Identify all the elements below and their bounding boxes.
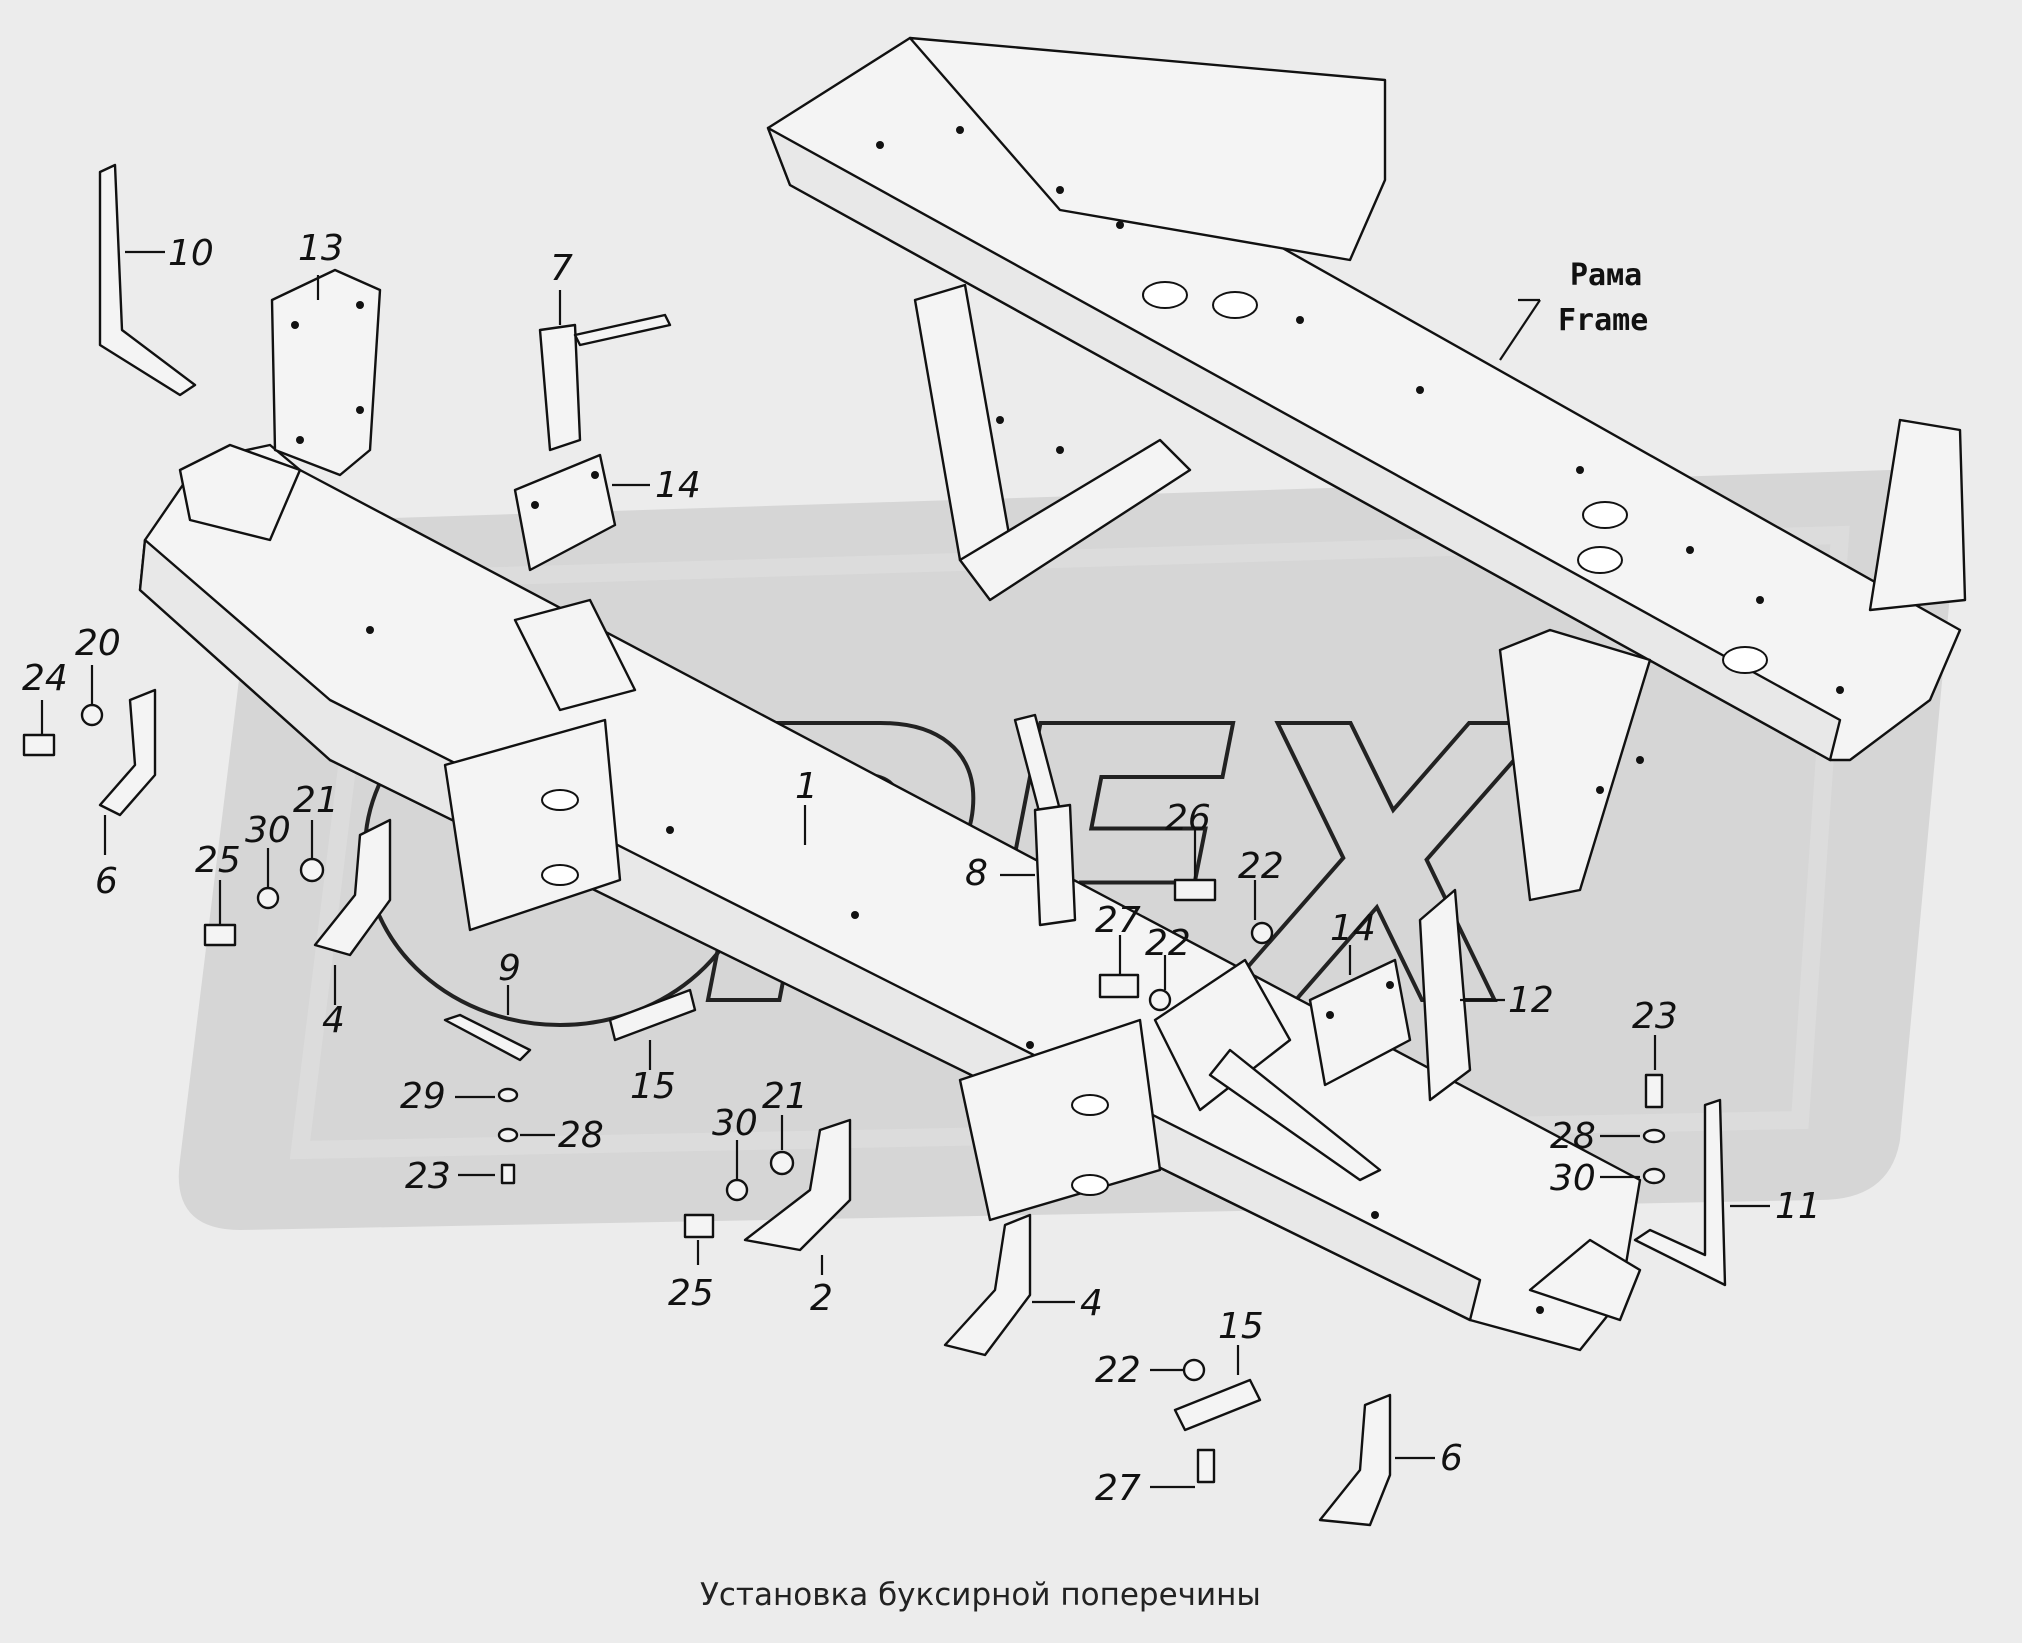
callout-4-left: 4 xyxy=(322,1000,345,1041)
bracket-10 xyxy=(98,163,197,397)
bracket-6-left xyxy=(98,688,157,817)
frame-holes xyxy=(876,126,1844,794)
strip-9 xyxy=(443,1013,532,1062)
bracket-4-left xyxy=(313,818,392,957)
callout-14-lower: 14 xyxy=(1330,908,1376,949)
callout-7: 7 xyxy=(550,248,573,289)
callout-6-left: 6 xyxy=(95,861,118,902)
frame-assembly xyxy=(766,36,1967,902)
frame-label-en: Frame xyxy=(1558,303,1648,338)
plate-15-right xyxy=(1173,1378,1262,1432)
plate-15-left xyxy=(608,988,697,1042)
callout-25-left: 25 xyxy=(195,840,241,881)
bracket-12 xyxy=(1418,888,1472,1102)
callout-9: 9 xyxy=(498,948,521,989)
bracket-11 xyxy=(1633,1098,1727,1287)
callout-15-left: 15 xyxy=(630,1066,676,1107)
callout-29: 29 xyxy=(400,1076,446,1117)
callout-20: 20 xyxy=(75,623,121,664)
callout-11: 11 xyxy=(1775,1186,1821,1227)
callout-labels: 10 13 7 14 20 24 6 1 21 30 25 4 9 15 29 … xyxy=(22,228,1821,1509)
callout-27-upper: 27 xyxy=(1095,900,1141,941)
callout-22-lower: 22 xyxy=(1095,1350,1141,1391)
callout-23-left: 23 xyxy=(405,1156,451,1197)
plate-14-lower xyxy=(1308,958,1412,1087)
frame-label: Рама Frame xyxy=(1558,258,1648,338)
callout-12: 12 xyxy=(1508,980,1554,1021)
plate-14-upper xyxy=(513,453,617,572)
callout-30-left: 30 xyxy=(245,810,291,851)
plate-13 xyxy=(270,268,382,477)
callout-4-right: 4 xyxy=(1080,1283,1103,1324)
callout-2: 2 xyxy=(810,1278,833,1319)
callout-15-right: 15 xyxy=(1218,1306,1264,1347)
callout-21-left: 21 xyxy=(293,780,339,821)
frame-label-ru: Рама xyxy=(1570,258,1642,293)
pin-8 xyxy=(1013,713,1077,927)
callout-26: 26 xyxy=(1165,798,1211,839)
callout-13: 13 xyxy=(298,228,344,269)
callout-22-upper: 22 xyxy=(1238,846,1284,887)
tow-crossbeam xyxy=(138,443,1642,1352)
bracket-2 xyxy=(743,1118,852,1252)
leader-lines xyxy=(40,250,1770,1489)
bracket-6-right xyxy=(1318,1393,1392,1527)
callout-28-right: 28 xyxy=(1550,1116,1596,1157)
callout-22-mid: 22 xyxy=(1145,923,1191,964)
callout-23-right: 23 xyxy=(1632,996,1678,1037)
callout-8: 8 xyxy=(965,853,988,894)
callout-6-right: 6 xyxy=(1440,1438,1463,1479)
callout-30-right: 30 xyxy=(712,1103,758,1144)
callout-25-right: 25 xyxy=(668,1273,714,1314)
fasteners xyxy=(22,703,1666,1484)
callout-30-far-right: 30 xyxy=(1550,1158,1596,1199)
callout-14-upper: 14 xyxy=(655,465,701,506)
callout-28-left: 28 xyxy=(558,1115,604,1156)
callout-10: 10 xyxy=(168,233,214,274)
callout-21-right: 21 xyxy=(762,1076,808,1117)
diagram-caption: Установка буксирной поперечины xyxy=(700,1577,1261,1613)
bracket-4-right xyxy=(943,1213,1032,1357)
pin-7 xyxy=(538,313,672,452)
callout-1: 1 xyxy=(795,766,818,807)
callout-27-lower: 27 xyxy=(1095,1468,1141,1509)
callout-24: 24 xyxy=(22,658,68,699)
